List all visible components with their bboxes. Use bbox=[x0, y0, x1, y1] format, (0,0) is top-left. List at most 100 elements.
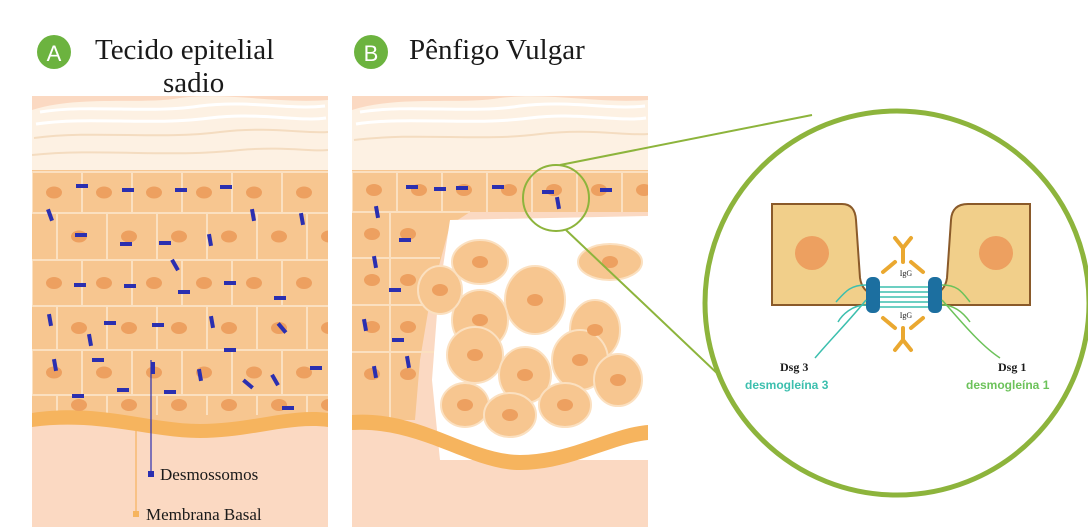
legend-desmosomes: Desmossomos bbox=[160, 465, 258, 484]
cell-nucleus bbox=[296, 187, 312, 199]
cell-nucleus bbox=[517, 369, 533, 381]
desmosome bbox=[224, 348, 236, 352]
desmosome bbox=[175, 188, 187, 192]
cell-nucleus bbox=[636, 184, 652, 196]
cell-nucleus bbox=[71, 322, 87, 334]
desmosome bbox=[492, 185, 504, 189]
desmosome bbox=[104, 321, 116, 325]
desmosome-legend-marker bbox=[148, 471, 154, 477]
cell-nucleus bbox=[196, 187, 212, 199]
cell-nucleus bbox=[196, 277, 212, 289]
cell-nucleus bbox=[121, 231, 137, 243]
cell-nucleus bbox=[572, 354, 588, 366]
cell-nucleus bbox=[472, 314, 488, 326]
desmosome bbox=[274, 296, 286, 300]
desmosome bbox=[220, 185, 232, 189]
igg-top-label: IgG bbox=[900, 269, 913, 278]
cell-nucleus bbox=[366, 184, 382, 196]
desmosome bbox=[120, 242, 132, 246]
cell-nucleus bbox=[46, 277, 62, 289]
desmosome bbox=[310, 366, 322, 370]
cell-nucleus bbox=[296, 367, 312, 379]
dsg3-short-label: Dsg 3 bbox=[780, 360, 808, 374]
cell-nucleus bbox=[171, 322, 187, 334]
desmosome bbox=[434, 187, 446, 191]
desmosome bbox=[456, 186, 468, 190]
cell-nucleus bbox=[246, 277, 262, 289]
right-nucleus bbox=[979, 236, 1013, 270]
cell-nucleus bbox=[296, 277, 312, 289]
badge-a-letter: A bbox=[47, 41, 62, 66]
cell-nucleus bbox=[321, 399, 337, 411]
cell-nucleus bbox=[121, 322, 137, 334]
desmosome bbox=[392, 338, 404, 342]
badge-b-letter: B bbox=[364, 41, 379, 66]
cell-nucleus bbox=[96, 277, 112, 289]
cell-nucleus bbox=[527, 294, 543, 306]
desmosome bbox=[76, 184, 88, 188]
desmosome bbox=[117, 388, 129, 392]
cell-nucleus bbox=[557, 399, 573, 411]
cell-nucleus bbox=[364, 274, 380, 286]
desmosome bbox=[152, 323, 164, 327]
basal-legend-marker bbox=[133, 511, 139, 517]
left-nucleus bbox=[795, 236, 829, 270]
cell-nucleus bbox=[400, 274, 416, 286]
cell-nucleus bbox=[221, 231, 237, 243]
desmosome bbox=[92, 358, 104, 362]
cell-nucleus bbox=[610, 374, 626, 386]
cell-nucleus bbox=[246, 367, 262, 379]
left-desmosome-plaque bbox=[866, 277, 880, 313]
desmosome bbox=[178, 290, 190, 294]
cell-nucleus bbox=[146, 277, 162, 289]
desmosome bbox=[542, 190, 554, 194]
cell-nucleus bbox=[46, 187, 62, 199]
cell-nucleus bbox=[321, 231, 337, 243]
cell-nucleus bbox=[146, 187, 162, 199]
cell-nucleus bbox=[171, 399, 187, 411]
igg-bottom-label: IgG bbox=[900, 311, 913, 320]
desmosome bbox=[399, 238, 411, 242]
cell-nucleus bbox=[221, 399, 237, 411]
desmosome bbox=[164, 390, 176, 394]
cell-nucleus bbox=[400, 321, 416, 333]
desmosome bbox=[74, 283, 86, 287]
right-desmosome-plaque bbox=[928, 277, 942, 313]
cell-nucleus bbox=[457, 399, 473, 411]
desmosome bbox=[159, 241, 171, 245]
cell-nucleus bbox=[221, 322, 237, 334]
legend-basal-membrane: Membrana Basal bbox=[146, 505, 262, 524]
desmosome bbox=[224, 281, 236, 285]
dsg3-long-label: desmogleína 3 bbox=[745, 378, 829, 392]
dsg1-long-label: desmogleína 1 bbox=[966, 378, 1050, 392]
panel-b-tissue bbox=[352, 96, 652, 527]
cell-nucleus bbox=[121, 399, 137, 411]
dsg1-short-label: Dsg 1 bbox=[998, 360, 1026, 374]
cell-nucleus bbox=[171, 231, 187, 243]
cell-nucleus bbox=[271, 231, 287, 243]
cell-nucleus bbox=[432, 284, 448, 296]
cell-nucleus bbox=[587, 324, 603, 336]
cell-nucleus bbox=[364, 368, 380, 380]
panel-a-title-line2: sadio bbox=[163, 67, 224, 99]
desmosome bbox=[389, 288, 401, 292]
cell-nucleus bbox=[502, 409, 518, 421]
desmosome bbox=[151, 362, 155, 374]
cell-nucleus bbox=[96, 187, 112, 199]
cell-nucleus bbox=[400, 368, 416, 380]
desmosome bbox=[122, 188, 134, 192]
desmosome bbox=[282, 406, 294, 410]
desmosome bbox=[124, 284, 136, 288]
cell-nucleus bbox=[246, 187, 262, 199]
cell-nucleus bbox=[467, 349, 483, 361]
desmosome bbox=[406, 185, 418, 189]
desmosome bbox=[75, 233, 87, 237]
cell-nucleus bbox=[321, 322, 337, 334]
panel-a-title-line1: Tecido epitelial bbox=[95, 34, 274, 66]
cell-nucleus bbox=[472, 256, 488, 268]
cell-nucleus bbox=[71, 399, 87, 411]
cell-nucleus bbox=[364, 228, 380, 240]
desmosome bbox=[600, 188, 612, 192]
panel-a-tissue bbox=[32, 96, 337, 527]
